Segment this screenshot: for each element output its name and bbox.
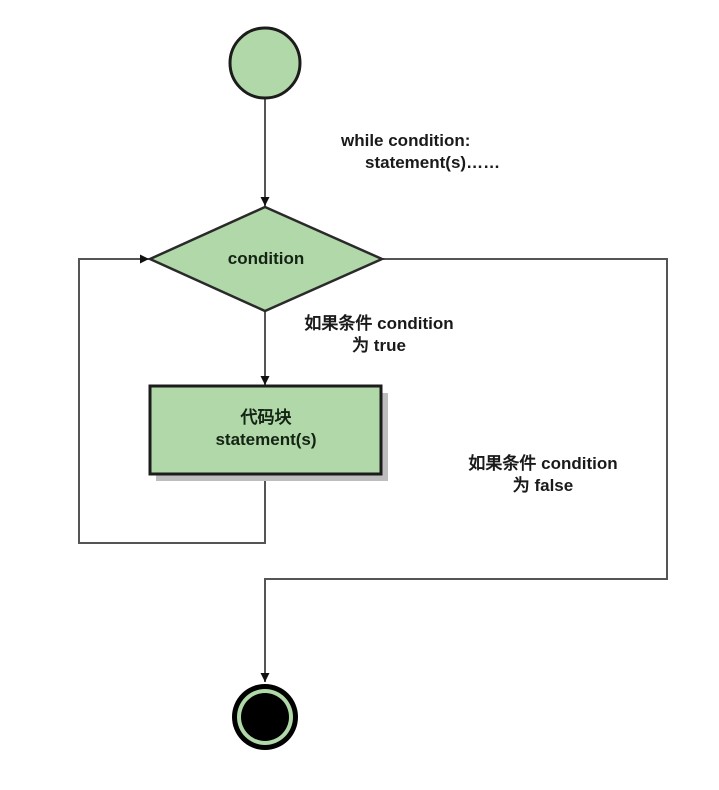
code-note: while condition: statement(s)…… (341, 130, 500, 174)
code-note-line2: statement(s)…… (365, 153, 501, 172)
false-branch-label-line1: 如果条件 condition (468, 454, 618, 473)
true-branch-label: 如果条件 condition 为 true (286, 313, 472, 357)
edge-body-loop-back (78, 254, 266, 544)
statement-block-label-line1: 代码块 (240, 408, 292, 427)
code-note-line1: while condition: (341, 131, 471, 150)
statement-block-node (148, 384, 383, 476)
statement-block-label: 代码块 statement(s) (150, 407, 382, 451)
end-node-inner (241, 693, 289, 741)
false-branch-label-line2: 为 false (512, 476, 574, 495)
condition-decision-node (146, 205, 386, 313)
true-branch-label-line1: 如果条件 condition (304, 314, 454, 333)
false-branch-label: 如果条件 condition 为 false (450, 453, 636, 497)
start-node (228, 26, 302, 100)
edge-condition-false-to-end (260, 258, 668, 682)
statement-block-label-line2: statement(s) (215, 430, 317, 449)
condition-label: condition (227, 249, 305, 268)
true-branch-label-line2: 为 true (352, 336, 406, 355)
